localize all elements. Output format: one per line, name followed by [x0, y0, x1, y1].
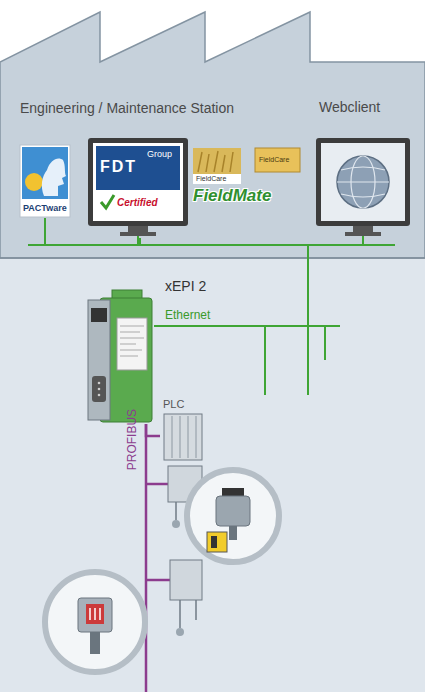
magnifier-lens [90, 608, 100, 620]
profibus-bus [146, 483, 168, 486]
webclient-monitor [321, 143, 405, 221]
magnifier-lens [222, 488, 244, 496]
fieldcare-logo [198, 151, 233, 172]
profibus-bus [145, 424, 148, 692]
product-logo: FieldMate [193, 187, 271, 206]
plant-floor [0, 258, 425, 692]
webclient-monitor [341, 167, 385, 197]
fdt-monitor [88, 138, 188, 226]
gateway-illustration [98, 394, 101, 397]
webclient-monitor [353, 226, 373, 232]
node-heading: xEPI 2 [165, 278, 206, 294]
gateway-illustration [88, 290, 152, 422]
gateway-illustration [117, 318, 147, 370]
plc-illustration [164, 414, 202, 460]
pactware-logo [22, 147, 68, 199]
field-cabinets [172, 520, 180, 528]
webclient-monitor [337, 181, 389, 182]
magnifier-lens [86, 604, 104, 624]
logo-text: PACTware [23, 204, 67, 214]
fdt-monitor [88, 138, 188, 236]
ethernet-link [154, 238, 363, 326]
fieldcare-logo [193, 148, 241, 174]
ethernet-bus [324, 326, 326, 360]
gateway-illustration [92, 376, 106, 402]
gateway-illustration [91, 308, 107, 322]
ethernet-link [140, 238, 308, 326]
fdt-monitor [101, 195, 114, 208]
fdt-monitor [128, 226, 148, 232]
magnifier-lens [216, 496, 250, 526]
ethernet-bus [264, 326, 266, 395]
fieldcare-logo [193, 148, 300, 184]
fdt-monitor [120, 232, 156, 236]
bus-label: PROFIBUS [126, 409, 139, 470]
plc-illustration [164, 414, 202, 460]
plc-unit: PLC [160, 398, 206, 464]
fdt-monitor [93, 143, 183, 221]
factory-building [0, 12, 425, 258]
profibus-bus [146, 424, 170, 692]
magnifier-lens [229, 526, 237, 540]
factory-building [0, 257, 425, 259]
station-region: Engineering / Maintenance Station [12, 92, 308, 238]
factory-building [0, 12, 425, 258]
webclient-monitor [337, 156, 389, 208]
gateway-device: xEPI 2 [86, 288, 154, 424]
bus-label: Ethernet [165, 309, 210, 322]
gateway-illustration [120, 326, 144, 356]
magnifier-lens [45, 572, 145, 672]
webclient-monitor [316, 138, 410, 236]
webclient-monitor [345, 232, 381, 236]
logo-text: FDT [100, 158, 137, 176]
pactware-logo [20, 145, 70, 217]
field-cabinets [176, 628, 184, 636]
ethernet-bus [44, 218, 46, 245]
node-heading: Webclient [319, 99, 380, 115]
logo-text: FieldCare [196, 175, 226, 183]
pactware-logo [25, 173, 43, 191]
node-heading: Engineering / Maintenance Station [20, 100, 234, 116]
ethernet-bus [28, 218, 395, 395]
magnifier-lens [90, 632, 100, 654]
plant-floor [0, 258, 425, 692]
plc-illustration [172, 416, 196, 458]
profibus-bus [146, 579, 170, 582]
pactware-logo [20, 145, 70, 217]
webclient-region: Webclient [312, 92, 416, 238]
magnifier-lens [187, 470, 279, 562]
pactware-logo [42, 158, 66, 196]
magnifier-lens [211, 536, 217, 548]
ethernet-bus [137, 236, 139, 245]
magnifier-lens [207, 532, 227, 552]
magnifier-lens [78, 598, 112, 632]
gateway-illustration [98, 382, 101, 385]
field-cabinets [170, 560, 202, 600]
logo-text: Group [147, 150, 172, 160]
gateway-illustration [98, 388, 101, 391]
webclient-monitor [316, 138, 410, 226]
logo-text: Certified [117, 197, 158, 208]
fieldcare-logo [193, 174, 241, 184]
node-heading: PLC [163, 398, 184, 410]
profibus-link [146, 424, 160, 436]
logo-text: FieldCare [259, 156, 289, 164]
magnifier-lens [45, 470, 279, 672]
gateway-illustration [88, 300, 110, 420]
fdt-monitor [96, 146, 180, 190]
fieldcare-logo [255, 148, 300, 172]
